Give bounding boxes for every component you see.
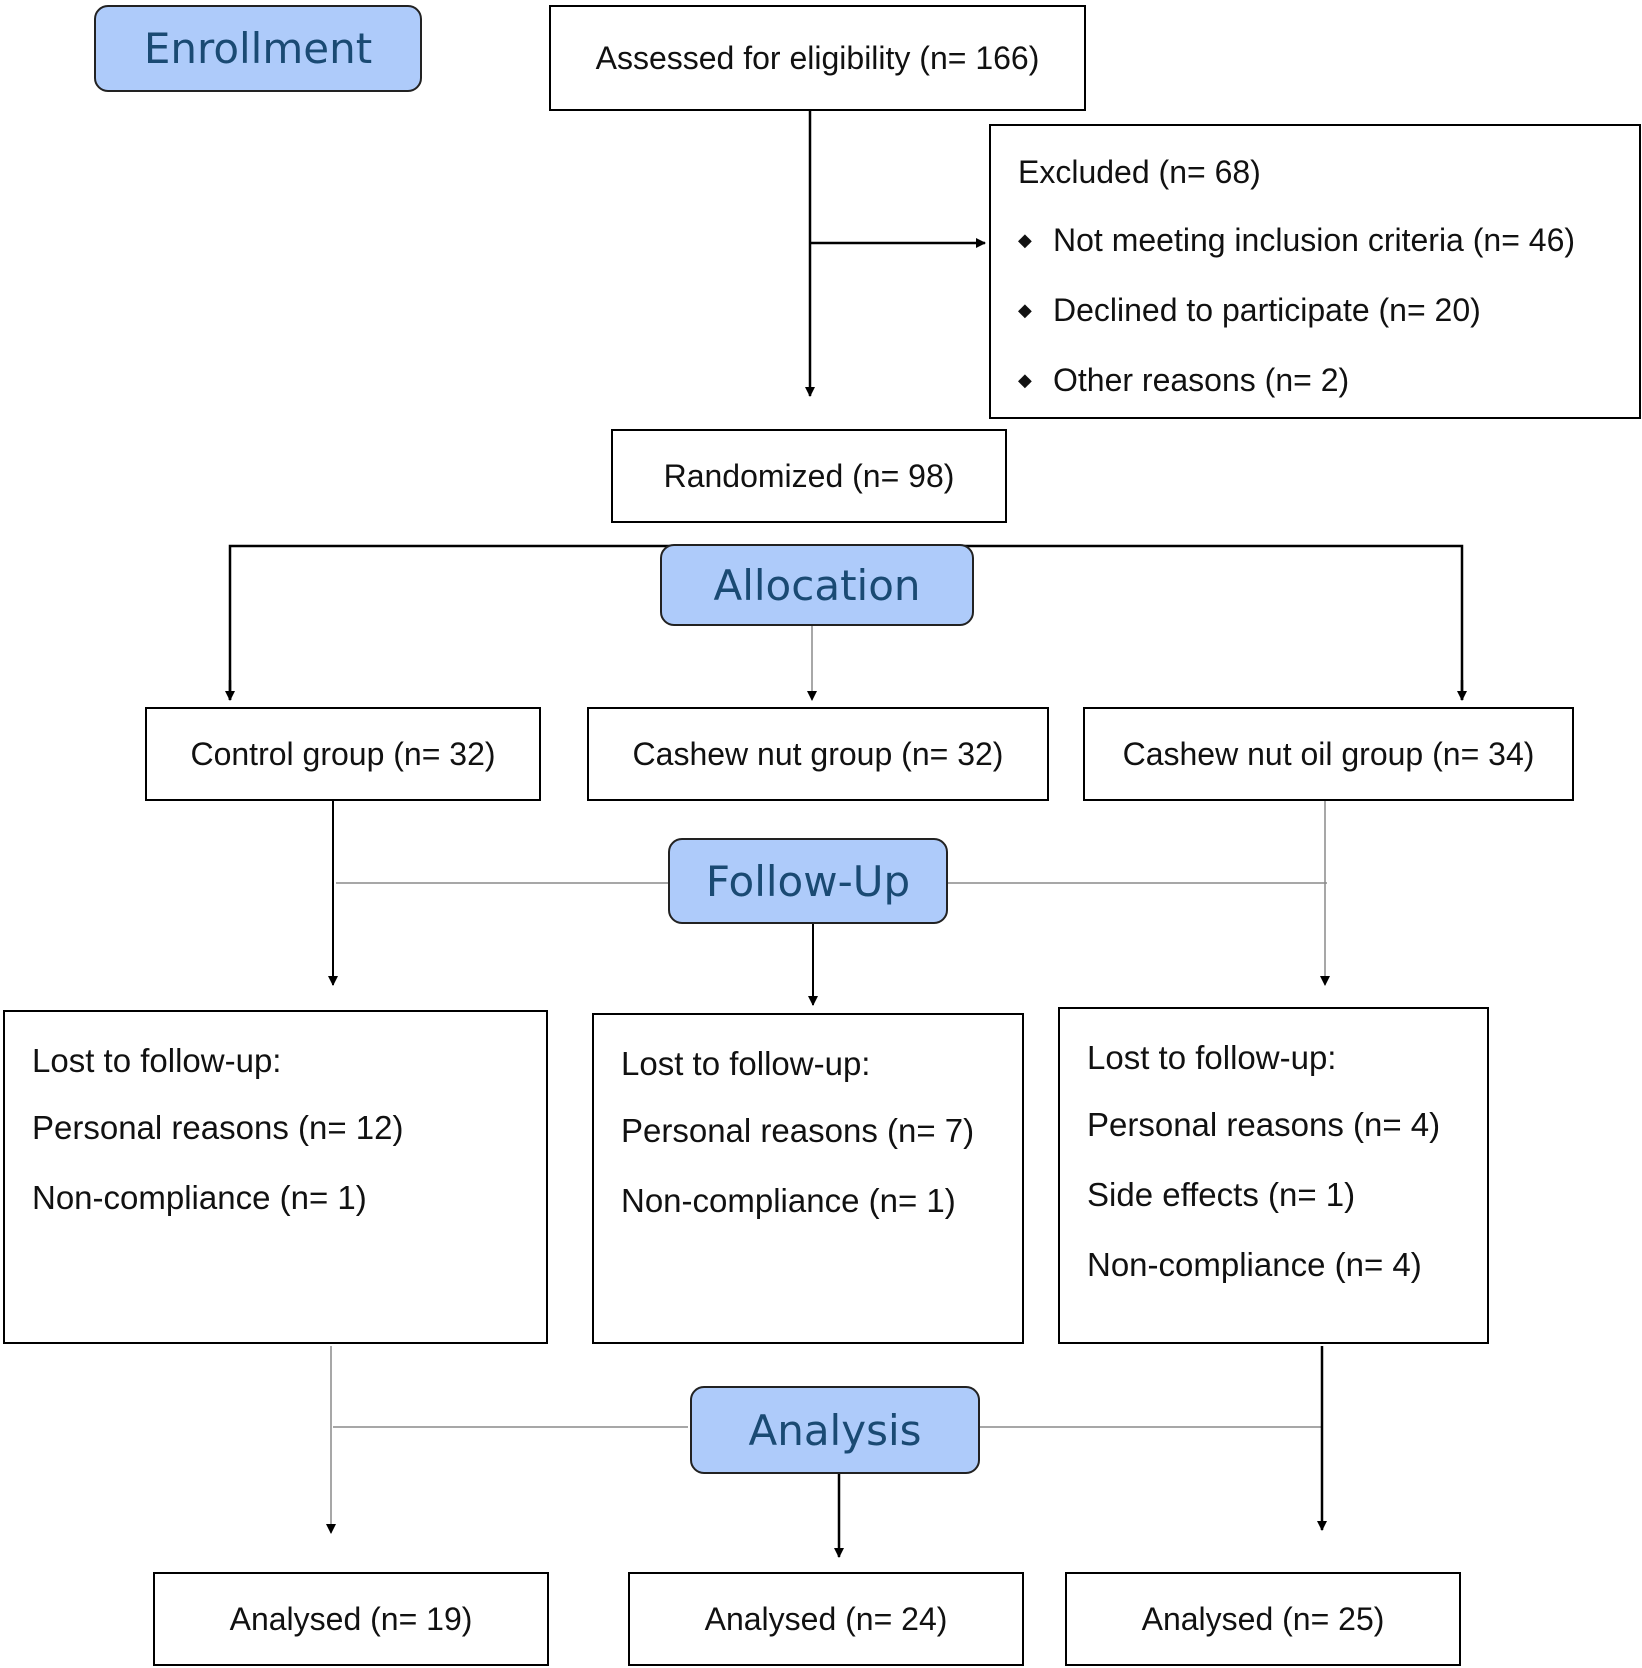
diamond-bullet-icon: ◆	[1018, 230, 1032, 250]
diamond-bullet-icon: ◆	[1018, 300, 1032, 320]
excluded-box: Excluded (n= 68) ◆ Not meeting inclusion…	[989, 124, 1641, 419]
stage-allocation-label: Allocation	[713, 560, 921, 610]
lost-reason: Non-compliance (n= 1)	[32, 1179, 367, 1216]
lost-title: Lost to follow-up:	[621, 1045, 871, 1082]
cashew-nut-oil-group-text: Cashew nut oil group (n= 34)	[1122, 735, 1535, 772]
lost-reason: Personal reasons (n= 7)	[621, 1112, 975, 1149]
lost-reason: Side effects (n= 1)	[1087, 1176, 1356, 1213]
control-group-text: Control group (n= 32)	[190, 735, 496, 772]
cashew-analysed-text: Analysed (n= 24)	[704, 1600, 948, 1637]
excluded-reason: Not meeting inclusion criteria (n= 46)	[1053, 222, 1576, 258]
excluded-reason: Declined to participate (n= 20)	[1053, 292, 1481, 328]
assessed-text: Assessed for eligibility (n= 166)	[595, 39, 1040, 76]
cashew-nut-group-text: Cashew nut group (n= 32)	[632, 735, 1004, 772]
lost-title: Lost to follow-up:	[1087, 1039, 1337, 1076]
cashew-nut-group-box: Cashew nut group (n= 32)	[587, 707, 1049, 801]
stage-allocation: Allocation	[660, 544, 974, 626]
excluded-title: Excluded (n= 68)	[1018, 154, 1261, 190]
cashew-nut-oil-group-box: Cashew nut oil group (n= 34)	[1083, 707, 1574, 801]
randomized-box: Randomized (n= 98)	[611, 429, 1007, 523]
diamond-bullet-icon: ◆	[1018, 370, 1032, 390]
control-lost-box: Lost to follow-up: Personal reasons (n= …	[3, 1010, 548, 1344]
excluded-reason: Other reasons (n= 2)	[1053, 362, 1350, 398]
cashew-analysed-box: Analysed (n= 24)	[628, 1572, 1024, 1666]
lost-reason: Non-compliance (n= 1)	[621, 1182, 956, 1219]
control-analysed-box: Analysed (n= 19)	[153, 1572, 549, 1666]
oil-lost-box: Lost to follow-up: Personal reasons (n= …	[1058, 1007, 1489, 1344]
stage-follow-up: Follow-Up	[668, 838, 948, 924]
stage-follow-up-label: Follow-Up	[705, 856, 911, 906]
oil-analysed-box: Analysed (n= 25)	[1065, 1572, 1461, 1666]
randomized-text: Randomized (n= 98)	[663, 457, 955, 494]
lost-title: Lost to follow-up:	[32, 1042, 282, 1079]
lost-reason: Personal reasons (n= 4)	[1087, 1106, 1441, 1143]
oil-analysed-text: Analysed (n= 25)	[1141, 1600, 1385, 1637]
stage-enrollment: Enrollment	[94, 5, 422, 92]
cashew-lost-box: Lost to follow-up: Personal reasons (n= …	[592, 1013, 1024, 1344]
lost-reason: Personal reasons (n= 12)	[32, 1109, 404, 1146]
control-analysed-text: Analysed (n= 19)	[229, 1600, 473, 1637]
stage-enrollment-label: Enrollment	[143, 24, 373, 73]
stage-analysis: Analysis	[690, 1386, 980, 1474]
assessed-box: Assessed for eligibility (n= 166)	[549, 5, 1086, 111]
stage-analysis-label: Analysis	[748, 1405, 922, 1455]
control-group-box: Control group (n= 32)	[145, 707, 541, 801]
lost-reason: Non-compliance (n= 4)	[1087, 1246, 1422, 1283]
